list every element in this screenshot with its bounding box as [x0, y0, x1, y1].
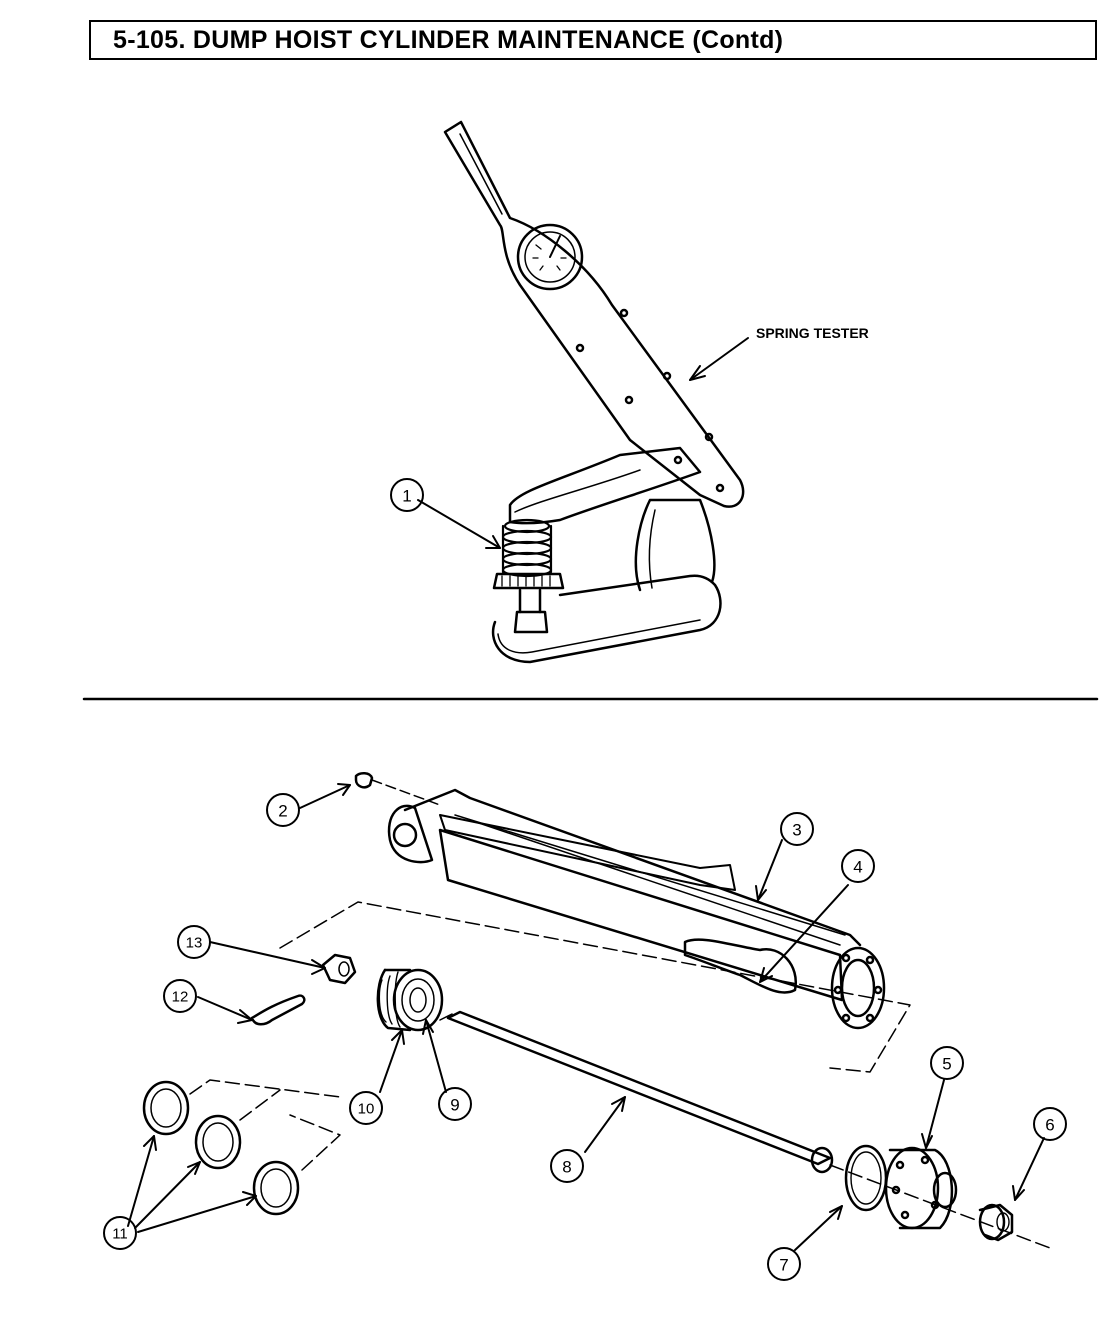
callout-circle-3 — [780, 812, 814, 846]
callout-circle-9 — [438, 1087, 472, 1121]
callout-label-9: 9 — [450, 1096, 459, 1115]
spring-tester-drawing — [417, 120, 749, 664]
callout-circle-4 — [841, 849, 875, 883]
callout-label-13: 13 — [186, 935, 203, 952]
callout-circle-2 — [266, 793, 300, 827]
callout-label-10: 10 — [358, 1101, 375, 1118]
callout-circle-10 — [349, 1091, 383, 1125]
callout-circle-12 — [163, 979, 197, 1013]
callout-label-7: 7 — [779, 1256, 788, 1275]
callout-label-11: 11 — [112, 1226, 128, 1243]
callout-circle-6 — [1033, 1107, 1067, 1141]
callout-circle-5 — [930, 1046, 964, 1080]
callout-circle-11 — [103, 1216, 137, 1250]
section-title: 5-105. DUMP HOIST CYLINDER MAINTENANCE (… — [113, 26, 784, 54]
callout-label-12: 12 — [172, 989, 189, 1006]
callout-label-5: 5 — [942, 1055, 951, 1074]
callout-label-6: 6 — [1045, 1116, 1054, 1135]
spring-tester-label: SPRING TESTER — [756, 325, 869, 341]
callout-label-3: 3 — [792, 821, 801, 840]
callout-circle-1 — [390, 478, 424, 512]
callout-circle-8 — [550, 1149, 584, 1183]
callout-circle-13 — [177, 925, 211, 959]
callout-label-2: 2 — [278, 802, 287, 821]
exploded-view-drawing — [127, 772, 1051, 1251]
section-header: 5-105. DUMP HOIST CYLINDER MAINTENANCE (… — [89, 20, 1097, 60]
callout-label-8: 8 — [562, 1158, 571, 1177]
callout-label-1: 1 — [402, 487, 411, 506]
callout-circle-7 — [767, 1247, 801, 1281]
callout-label-4: 4 — [853, 858, 862, 877]
